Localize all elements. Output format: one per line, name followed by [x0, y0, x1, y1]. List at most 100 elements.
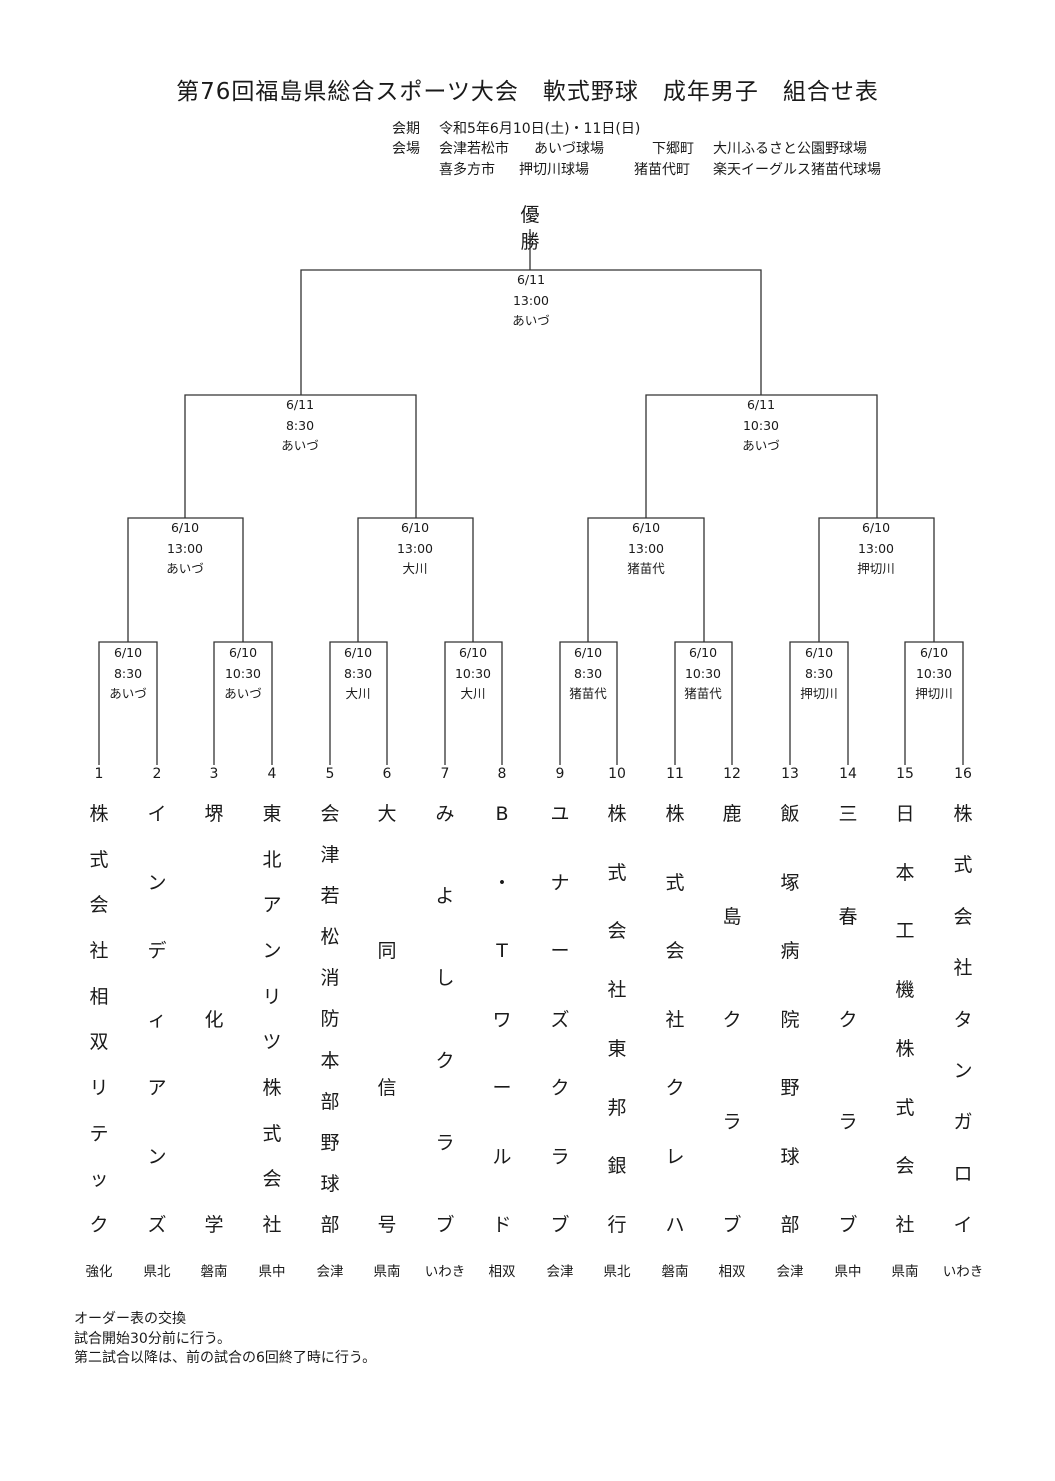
team-area: 相双: [718, 1264, 746, 1280]
team-name-char: ブ: [435, 1213, 455, 1236]
venue-label: 会場: [392, 141, 420, 157]
page-title: 第76回福島県総合スポーツ大会 軟式野球 成年男子 組合せ表: [176, 79, 879, 105]
match-time: 10:30: [224, 665, 262, 681]
team-name-char: 工: [895, 920, 915, 943]
team-name-char: 銀: [607, 1155, 627, 1178]
match-venue: あいづ: [166, 561, 204, 576]
bracket-line-r1-8: [904, 641, 964, 765]
team-name-char: 式: [262, 1122, 282, 1145]
match-time: 13:00: [396, 540, 434, 556]
venue4-name: 楽天イーグルス猪苗代球場: [713, 162, 881, 178]
team-name-char: 学: [204, 1214, 224, 1236]
team-name-char: 式: [89, 848, 109, 871]
team-area: 県南: [891, 1264, 919, 1280]
team-name-char: 日: [895, 803, 915, 825]
bracket-line-r1-1: [98, 641, 158, 765]
team-name-char: 社: [895, 1213, 915, 1236]
team-name-char: 号: [377, 1214, 397, 1236]
team-name-char: ク: [89, 1213, 109, 1236]
match-quarterfinal: 6/10 13:00 大川: [375, 518, 455, 580]
team-area: 県北: [603, 1264, 631, 1280]
match-time: 8:30: [285, 417, 315, 433]
venue1-name: あいづ球場: [534, 141, 604, 157]
match-time: 13:00: [857, 540, 895, 556]
period-value: 令和5年6月10日(土)・11日(日): [439, 121, 641, 137]
seed-number: 3: [209, 766, 219, 782]
match-first-round: 6/10 8:30 あいづ: [88, 643, 168, 705]
period-label: 会期: [392, 121, 420, 137]
match-time: 13:00: [627, 540, 665, 556]
team-name-char: 堺: [204, 803, 224, 825]
team-name-char: ド: [492, 1214, 512, 1236]
team-name-char: 部: [320, 1213, 340, 1236]
team-area: 県北: [143, 1264, 171, 1280]
team-name-char: 若: [320, 885, 340, 908]
team-name-char: 相: [89, 985, 109, 1008]
match-time: 10:30: [684, 665, 722, 681]
team-name-char: 島: [722, 905, 742, 928]
match-date: 6/11: [516, 272, 546, 287]
seed-number: 7: [440, 766, 450, 782]
team-name: 会津若松消防本部野球部: [310, 805, 350, 1235]
team-name-char: 会: [262, 1168, 282, 1191]
match-date: 6/10: [458, 645, 488, 660]
team-name: 大同信号: [367, 805, 407, 1235]
team-name-char: 本: [320, 1049, 340, 1072]
team-name-char: ク: [838, 1008, 858, 1031]
match-date: 6/10: [573, 645, 603, 660]
team-name-char: ブ: [550, 1214, 570, 1236]
team-name-char: ー: [550, 940, 570, 962]
team-name-char: ラ: [550, 1145, 570, 1168]
team-name-char: ・: [492, 871, 512, 894]
team-name-char: ハ: [665, 1214, 685, 1236]
bracket-line-qf4: [818, 517, 935, 642]
match-date: 6/10: [861, 520, 891, 535]
match-date: 6/10: [688, 645, 718, 660]
match-first-round: 6/10 10:30 あいづ: [203, 643, 283, 705]
team-name: インディアンズ: [137, 805, 177, 1235]
match-date: 6/11: [285, 397, 315, 412]
team-name-char: 行: [607, 1213, 627, 1236]
team-name-char: ク: [665, 1077, 685, 1099]
match-venue: あいづ: [281, 438, 319, 453]
team-area: 県中: [834, 1264, 862, 1280]
team-name-char: 会: [607, 920, 627, 943]
venue2-city: 下郷町: [652, 141, 694, 157]
bracket-line-r1-4: [444, 641, 503, 765]
venue3-name: 押切川球場: [519, 162, 589, 178]
match-quarterfinal: 6/10 13:00 猪苗代: [606, 518, 686, 580]
seed-number: 2: [152, 766, 162, 782]
match-venue: あいづ: [512, 313, 550, 328]
venue4-city: 猪苗代町: [634, 162, 690, 178]
team-name: 東北アンリツ株式会社: [252, 805, 292, 1235]
bracket-line-r1-5: [559, 641, 618, 765]
team-name-char: 球: [320, 1172, 340, 1195]
bracket-line-r1-6: [674, 641, 733, 765]
seed-number: 6: [382, 766, 392, 782]
match-time: 10:30: [742, 417, 780, 433]
match-date: 6/10: [804, 645, 834, 660]
team-area: いわき: [424, 1264, 466, 1280]
match-date: 6/10: [631, 520, 661, 535]
match-time: 8:30: [804, 665, 834, 681]
team-name-char: 会: [89, 894, 109, 917]
team-name-char: ロ: [953, 1162, 973, 1185]
match-first-round: 6/10 10:30 猪苗代: [663, 643, 743, 705]
notes: オーダー表の交換 試合開始30分前に行う。 第二試合以降は、前の試合の6回終了時…: [74, 1310, 376, 1369]
match-time: 10:30: [915, 665, 953, 681]
team-name: 株式会社東邦銀行: [597, 805, 637, 1235]
team-name: 堺化学: [194, 805, 234, 1235]
team-name: みよしクラブ: [425, 805, 465, 1235]
team-name-char: 式: [895, 1096, 915, 1119]
team-area: 県南: [373, 1264, 401, 1280]
team-name-char: ユ: [550, 803, 570, 825]
match-time: 10:30: [454, 665, 492, 681]
seed-number: 14: [839, 766, 857, 782]
venue1-city: 会津若松市: [439, 141, 509, 157]
team-area: 会津: [546, 1264, 574, 1280]
team-name-char: ク: [722, 1008, 742, 1031]
team-name-char: 院: [780, 1008, 800, 1031]
team-name-char: ブ: [722, 1214, 742, 1236]
team-name-char: し: [435, 967, 455, 990]
